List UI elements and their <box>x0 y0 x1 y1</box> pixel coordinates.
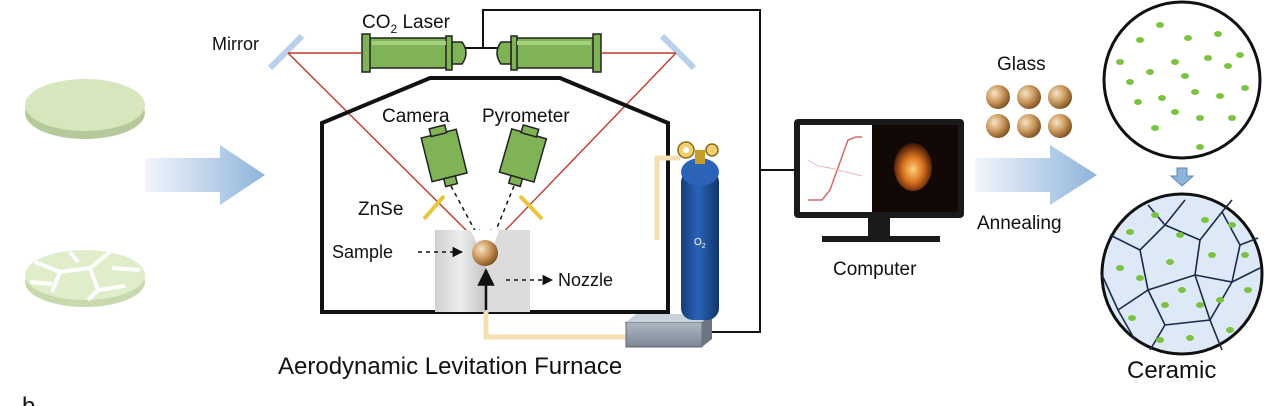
znse-label: ZnSe <box>358 199 403 220</box>
laser-beam <box>287 52 677 241</box>
signal-wire <box>465 9 800 333</box>
camera-icon <box>420 124 468 188</box>
sample-label: Sample <box>332 242 393 262</box>
co2-laser-right <box>496 33 602 73</box>
furnace-chamber <box>320 76 670 314</box>
process-arrow-right <box>975 145 1097 205</box>
mirror-left <box>267 33 305 71</box>
ceramic-microstructure-circle <box>1100 192 1264 356</box>
glass-disc-cracked <box>25 250 145 307</box>
process-arrow-left <box>145 145 265 205</box>
mirror-label: Mirror <box>212 34 259 54</box>
camera-label: Camera <box>382 106 450 127</box>
glass-spheres <box>986 85 1072 138</box>
pyrometer-label: Pyrometer <box>482 106 570 127</box>
computer-monitor <box>794 119 964 242</box>
nozzle-label: Nozzle <box>558 270 613 290</box>
gas-line <box>483 155 680 340</box>
furnace-title: Aerodynamic Levitation Furnace <box>278 353 622 380</box>
oxygen-cylinder <box>677 141 719 320</box>
pyrometer-icon <box>498 123 548 188</box>
ceramic-label: Ceramic <box>1127 357 1216 384</box>
glass-disc-intact <box>25 79 145 139</box>
glass-label: Glass <box>997 54 1046 75</box>
panel-letter: b <box>22 393 35 406</box>
mirror-right <box>659 33 697 71</box>
transform-arrow <box>1169 167 1195 187</box>
znse-window-left <box>422 194 446 221</box>
flow-controller-box <box>625 314 712 348</box>
co2-laser-left <box>361 33 467 73</box>
znse-window-right <box>518 194 544 221</box>
o2-label: O2 <box>694 237 706 250</box>
glass-microstructure-circle <box>1102 0 1262 160</box>
sample-sphere <box>472 240 498 266</box>
co2-laser-label: CO2 Laser <box>362 12 451 36</box>
annealing-label: Annealing <box>977 213 1062 234</box>
computer-label: Computer <box>833 259 917 280</box>
